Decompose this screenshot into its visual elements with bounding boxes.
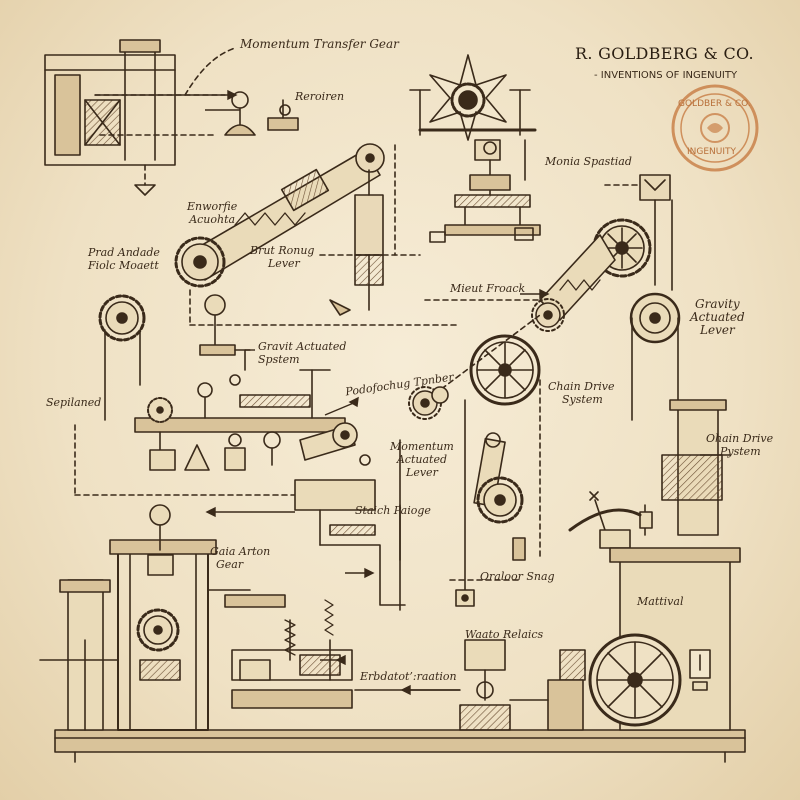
label-mieut-froack: Mieut Froack	[450, 282, 526, 295]
label-oraloor-snag: Oraloor Snag	[480, 570, 555, 583]
label-gravity: Gravity Actuated Lever	[690, 298, 745, 337]
left-small-gear	[98, 294, 146, 342]
label-brut: Brut Ronug Lever	[250, 244, 314, 270]
label-gravit-line1: Gravit Actuated	[258, 340, 347, 353]
top-left-frame	[44, 54, 176, 166]
left-gear	[174, 236, 226, 288]
label-momentum-line1: Momentum	[390, 440, 454, 453]
label-gravit: Gravit Actuated Spstem	[258, 340, 346, 366]
label-brut-line1: Brut Ronug	[250, 244, 315, 257]
label-erbdatot: Erbdatot’:raation	[360, 670, 457, 683]
company-stamp	[671, 84, 759, 172]
label-gravity-line1: Gravity	[695, 297, 740, 311]
label-monia-spastiad: Monia Spastiad	[545, 155, 632, 168]
label-chain-drive: Chain Drive System	[548, 380, 614, 406]
company-title: R. GOLDBERG & CO.	[575, 44, 754, 63]
label-enworfie-line2: Acuohta	[189, 213, 236, 226]
label-momentum-line3: Lever	[406, 466, 438, 479]
label-momentum-line2: Actuated	[396, 453, 447, 466]
base-platform	[54, 729, 746, 753]
big-flywheel	[588, 633, 682, 727]
label-prad-line2: Fiolc Moaett	[88, 259, 159, 272]
label-gaia-line1: Gaia Arton	[210, 545, 271, 558]
stamp-top-text: GOLDBER & CO.	[678, 99, 751, 109]
spoked-wheel	[469, 334, 541, 406]
label-waato-relaics: Waato Relaics	[465, 628, 544, 641]
label-gaia-arton: Gaia Arton Gear	[210, 545, 270, 571]
bottom-left-gear	[136, 608, 180, 652]
label-prad-line1: Prad Andade	[88, 246, 160, 259]
gravity-wheel	[629, 292, 681, 344]
label-momentum-actuated: Momentum Actuated Lever	[390, 440, 454, 479]
label-sepilaned: Sepilaned	[46, 396, 102, 409]
sun-mechanism	[429, 54, 507, 141]
label-staich-paioge: Staich Paioge	[355, 504, 431, 517]
label-enworfie: Enworfie Acuohta	[187, 200, 237, 226]
label-gravity-line2: Actuated	[690, 310, 745, 324]
label-prad: Prad Andade Fiolc Moaett	[88, 246, 160, 272]
label-chain-line1: Chain Drive	[548, 380, 615, 393]
label-ohain-drive: Ohain Drive Pystem	[706, 432, 773, 458]
label-gravity-line3: Lever	[700, 323, 735, 337]
company-subtitle: - INVENTIONS OF INGENUITY	[594, 70, 738, 81]
label-gaia-line2: Gear	[216, 558, 244, 571]
label-chain-line2: System	[562, 393, 603, 406]
label-mattival: Mattival	[637, 595, 684, 608]
label-enworfie-line1: Enworfie	[187, 200, 238, 213]
label-gravit-line2: Spstem	[258, 353, 300, 366]
label-momentum-transfer-gear: Momentum Transfer Gear	[240, 37, 399, 51]
crank-gear	[476, 476, 524, 524]
label-brut-line2: Lever	[268, 257, 300, 270]
label-reroiren: Reroiren	[295, 90, 345, 103]
label-ohain-line2: Pystem	[720, 445, 761, 458]
label-ohain-line1: Ohain Drive	[706, 432, 774, 445]
stamp-bottom-text: INGENUITY	[687, 147, 737, 157]
